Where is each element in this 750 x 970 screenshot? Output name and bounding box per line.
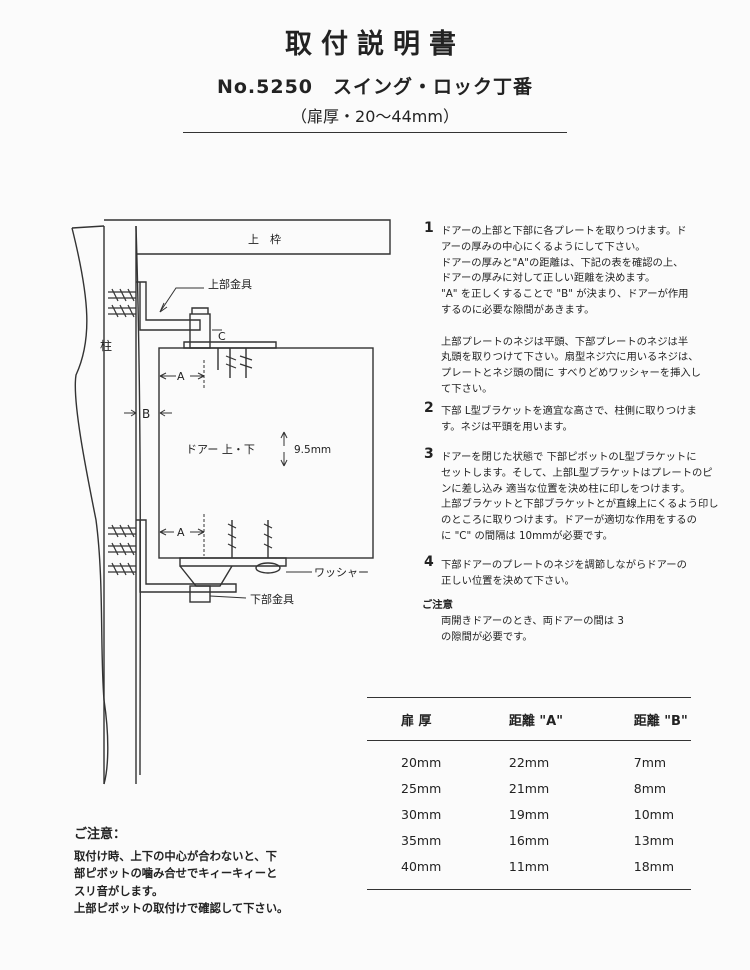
caution-line: の隙間が必要です。 xyxy=(441,630,533,643)
table-cell: 35mm xyxy=(401,832,442,848)
step-line: のところに取りつけます。ドアーが適切な作用をするの xyxy=(441,514,697,527)
door-gap-label: 9.5mm xyxy=(294,444,331,456)
washer-label: ワッシャー xyxy=(314,566,369,579)
step-line: ンに差し込み 適当な位置を決め柱に印しをつけます。 xyxy=(441,482,691,495)
table-cell: 20mm xyxy=(401,754,442,770)
step-line: ドアーの上部と下部に各プレートを取りつけます。ド xyxy=(441,225,687,237)
product-subtitle: No.5250 スイング・ロック丁番 xyxy=(216,76,534,98)
caution-line: 上部ピボットの取付けで確認して下さい。 xyxy=(74,902,289,915)
caution-line: 部ピボットの噛み合せでキィーキィーと xyxy=(74,867,278,880)
step-line: 上部ブラケットと下部ブラケットとが直線上にくるよう印し xyxy=(441,498,719,511)
table-cell: 40mm xyxy=(401,858,442,874)
washer xyxy=(255,562,281,574)
step-line: て下さい。 xyxy=(441,382,493,395)
dimension-a-bottom-label: A xyxy=(177,526,185,539)
caution-heading: ご注意： xyxy=(74,827,127,842)
step-line xyxy=(441,319,701,335)
upper-fitting-bracket xyxy=(136,281,201,331)
step-number: 1 xyxy=(424,220,434,236)
dimension-b-label: B xyxy=(142,407,150,421)
distance-table: 扉 厚 距離 "A" 距離 "B" 20mm 22mm 7mm 25mm 21m… xyxy=(367,697,691,890)
step-line: ドアーを閉じた状態で 下部ピボットのL型ブラケットに xyxy=(441,451,697,463)
door-label: ドアー 上・下 xyxy=(186,443,255,456)
table-cell: 19mm xyxy=(508,806,550,822)
caution-line: 取付け時、上下の中心が合わないと、下 xyxy=(74,849,277,863)
installation-diagram: 上 枠 柱 上部金具 C A B ドアー 上・下 9.5mm A ワッシャー 下… xyxy=(71,219,391,785)
step-line: 上部プレートのネジは平頭、下部プレートのネジは半 xyxy=(441,335,689,348)
table-header-cell: 扉 厚 xyxy=(401,713,432,729)
step-line: す。ネジは平頭を用います。 xyxy=(441,420,573,433)
pillar-label: 柱 xyxy=(100,338,112,353)
caution-note-pivot: ご注意： 取付け時、上下の中心が合わないと、下 部ピボットの噛み合せでキィーキィ… xyxy=(74,826,288,918)
step-2: 2 下部 L型ブラケットを適宜な高さで、柱側に取りつけま す。ネジは平頭を用いま… xyxy=(424,400,697,436)
upper-plate xyxy=(183,341,277,349)
step-1: 1 ドアーの上部と下部に各プレートを取りつけます。ド アーの厚みの中心にくるよう… xyxy=(424,220,701,398)
document-title: 取付説明書 xyxy=(285,29,465,60)
table-row: 25mm 21mm 8mm xyxy=(367,775,691,801)
step-line: 丸頭を取りつけて下さい。扇型ネジ穴に用いるネジは、 xyxy=(441,351,699,364)
table-row: 20mm 22mm 7mm xyxy=(367,749,691,775)
upper-frame xyxy=(104,219,391,255)
table-cell: 30mm xyxy=(401,806,442,822)
table-cell: 11mm xyxy=(508,858,550,874)
dimension-c-label: C xyxy=(218,330,226,343)
step-number: 2 xyxy=(424,400,434,416)
step-line: ドアーの厚みに対して正しい距離を決めます。 xyxy=(441,272,656,285)
table-header-cell: 距離 "B" xyxy=(633,713,688,729)
step-line: に "C" の間隔は 10mmが必要です。 xyxy=(441,529,613,542)
step-line: プレートとネジ頭の間に すべりどめワッシャーを挿入し xyxy=(441,367,701,380)
caution-line: スリ音がします。 xyxy=(74,884,164,898)
table-cell: 21mm xyxy=(508,780,550,796)
table-cell: 22mm xyxy=(508,754,550,770)
step-line: 下部 L型ブラケットを適宜な高さで、柱側に取りつけま xyxy=(441,405,697,417)
upper-fitting-label: 上部金具 xyxy=(208,277,252,291)
step-line: 下部ドアーのプレートのネジを調節しながらドアーの xyxy=(441,559,687,571)
step-line: するのに必要な隙間があきます。 xyxy=(441,303,595,316)
table-cell: 16mm xyxy=(508,832,550,848)
step-line: アーの厚みの中心にくるようにして下さい。 xyxy=(441,240,646,253)
table-cell: 8mm xyxy=(633,780,667,796)
caution-line: 両開きドアーのとき、両ドアーの間は 3 xyxy=(441,614,624,627)
pillar-stile xyxy=(135,225,142,776)
table-row: 40mm 11mm 18mm xyxy=(367,853,691,879)
header-rule xyxy=(183,132,567,133)
dimension-a-top-label: A xyxy=(177,370,185,383)
step-number: 3 xyxy=(424,446,434,462)
lower-plate xyxy=(179,557,287,567)
door-thickness-range: （扉厚・20〜44mm） xyxy=(291,107,459,126)
table-header-cell: 距離 "A" xyxy=(508,713,564,729)
table-cell: 10mm xyxy=(633,806,675,822)
upper-frame-label: 上 枠 xyxy=(248,232,281,246)
table-row: 30mm 19mm 10mm xyxy=(367,801,691,827)
lower-fitting-bracket xyxy=(136,519,237,593)
caution-heading: ご注意 xyxy=(422,599,453,611)
table-cell: 18mm xyxy=(633,858,675,874)
table-cell: 25mm xyxy=(401,780,442,796)
step-3: 3 ドアーを閉じた状態で 下部ピボットのL型ブラケットに セットします。そして、… xyxy=(424,446,719,545)
table-cell: 13mm xyxy=(633,832,675,848)
step-number: 4 xyxy=(424,554,434,570)
pillar-outline xyxy=(71,227,109,785)
step-4: 4 下部ドアーのプレートのネジを調節しながらドアーの 正しい位置を決めて下さい。 xyxy=(424,554,687,590)
table-cell: 7mm xyxy=(633,754,667,770)
step-line: セットします。そして、上部L型ブラケットはプレートのピ xyxy=(441,466,713,479)
step-line: 正しい位置を決めて下さい。 xyxy=(441,574,575,587)
step-line: ドアーの厚みと"A"の距離は、下記の表を確認の上、 xyxy=(441,256,684,269)
table-row: 35mm 16mm 13mm xyxy=(367,827,691,853)
lower-fitting-label: 下部金具 xyxy=(250,592,294,606)
table-header-row: 扉 厚 距離 "A" 距離 "B" xyxy=(367,698,691,740)
step-line: "A" を正しくすることで "B" が決まり、ドアーが作用 xyxy=(441,288,689,301)
caution-note-double-door: ご注意 両開きドアーのとき、両ドアーの間は 3 の隙間が必要です。 xyxy=(422,598,624,645)
